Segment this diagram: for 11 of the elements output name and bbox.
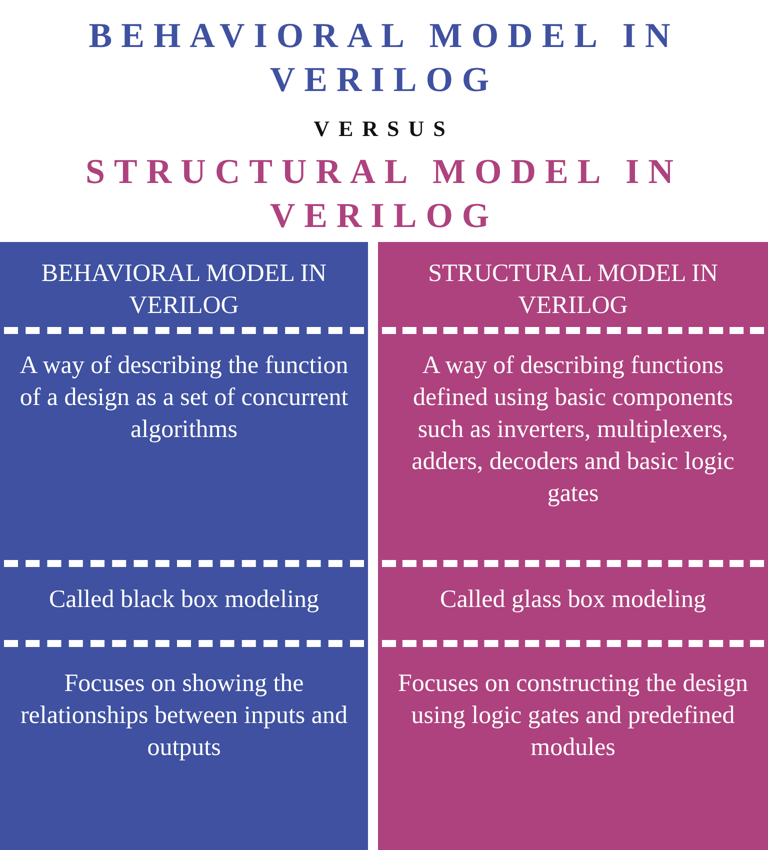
cell-text: Focuses on showing the relationships between inputs and outputs xyxy=(19,669,348,763)
column-header: STRUCTURAL MODEL IN VERILOG xyxy=(427,259,719,321)
versus-text: VERSUS xyxy=(312,115,456,143)
cell-text: Called black box modeling xyxy=(48,585,320,615)
column-header: BEHAVIORAL MODEL IN VERILOG xyxy=(40,259,328,321)
cell-text: A way of describing functions defined using basic components such as inverters, multiplexers, adders, decoders and basic logic gates xyxy=(410,351,736,509)
cell-text: Called glass box modeling xyxy=(439,585,707,615)
title-text: BEHAVIORAL MODEL IN VERILOG xyxy=(88,15,680,101)
cell-text: A way of describing the function of a design as a set of concurrent algorithms xyxy=(18,351,350,445)
title-text: STRUCTURAL MODEL IN VERILOG xyxy=(84,151,684,237)
cell-text: Focuses on constructing the design using logic gates and predefined modules xyxy=(397,669,749,763)
